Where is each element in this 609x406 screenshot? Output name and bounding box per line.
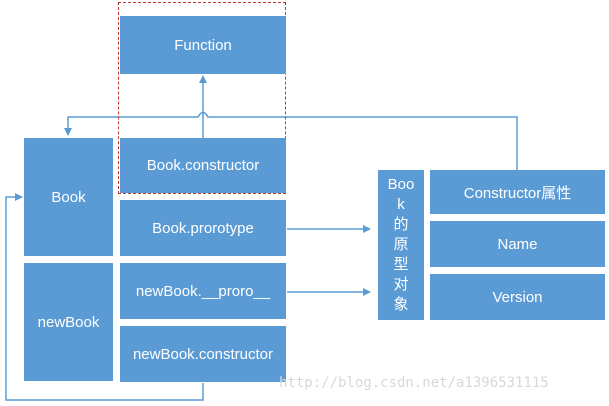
name-node: Name bbox=[430, 221, 605, 267]
book-prototype-node: Book.prorotype bbox=[120, 200, 286, 256]
book-prototype-object-node: Boo k 的 原 型 对 象 bbox=[378, 170, 424, 320]
prototype-object-char: 的 bbox=[393, 216, 409, 233]
function-node: Function bbox=[120, 16, 286, 74]
name-label: Name bbox=[497, 235, 538, 253]
newbook-constructor-node: newBook.constructor bbox=[120, 326, 286, 382]
book-label: Book bbox=[51, 188, 86, 206]
watermark-text: http://blog.csdn.net/a1396531115 bbox=[279, 375, 549, 391]
book-prototype-label: Book.prorotype bbox=[152, 219, 254, 237]
book-constructor-node: Book.constructor bbox=[120, 138, 286, 193]
constructor-attribute-label: Constructor属性 bbox=[463, 184, 572, 202]
constructor-attribute-node: Constructor属性 bbox=[430, 170, 605, 214]
prototype-object-char: Boo bbox=[387, 176, 415, 193]
version-node: Version bbox=[430, 274, 605, 320]
newbook-constructor-label: newBook.constructor bbox=[132, 345, 274, 363]
newbook-node: newBook bbox=[24, 263, 113, 381]
book-constructor-label: Book.constructor bbox=[146, 157, 260, 174]
newbook-proto-node: newBook.__proro__ bbox=[120, 263, 286, 319]
newbook-label: newBook bbox=[37, 313, 100, 331]
function-label: Function bbox=[174, 36, 232, 54]
book-node: Book bbox=[24, 138, 113, 256]
version-label: Version bbox=[492, 288, 543, 306]
prototype-object-char: 对 bbox=[393, 276, 409, 293]
prototype-object-char: 象 bbox=[393, 296, 409, 313]
prototype-object-char: 原 bbox=[393, 236, 409, 253]
newbook-proto-label: newBook.__proro__ bbox=[135, 282, 271, 300]
prototype-object-char: 型 bbox=[393, 256, 409, 273]
prototype-object-char: k bbox=[397, 196, 405, 213]
